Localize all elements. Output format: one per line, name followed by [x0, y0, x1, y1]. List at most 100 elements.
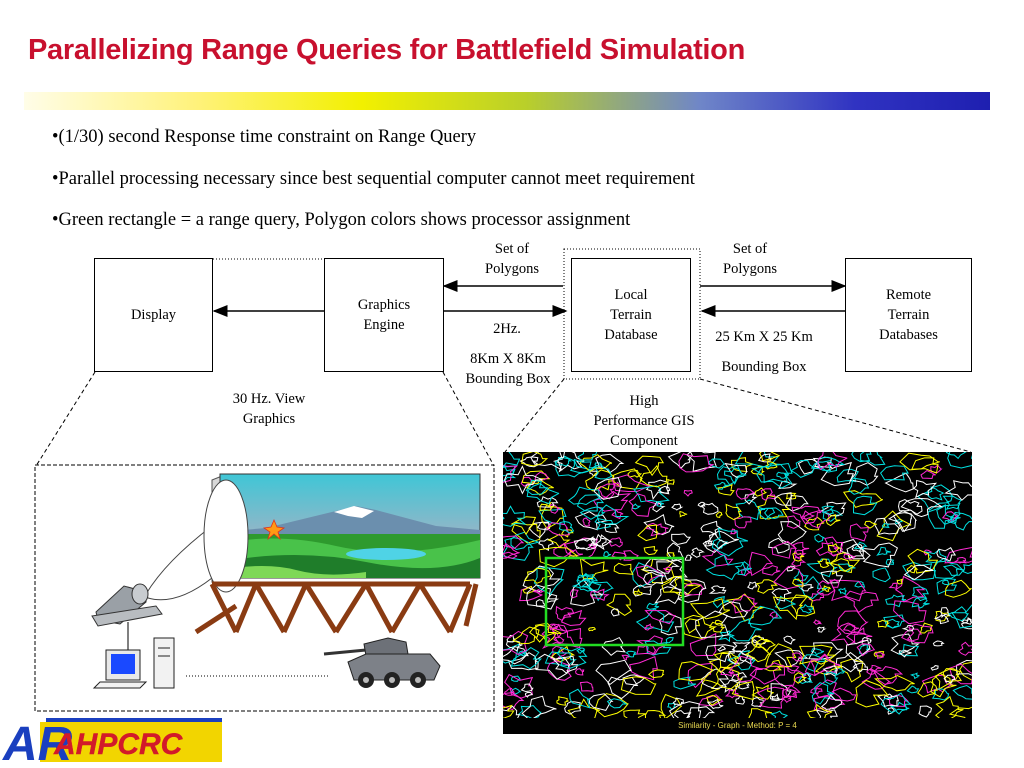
terrain-polygon [876, 510, 912, 542]
terrain-polygon [848, 477, 870, 495]
terrain-polygon [678, 661, 715, 682]
terrain-polygon [717, 645, 726, 652]
terrain-polygon [855, 679, 889, 708]
terrain-polygon [901, 624, 915, 632]
local-db-label-line1: Local [614, 287, 648, 303]
terrain-polygon [524, 692, 534, 698]
terrain-polygon [588, 626, 596, 632]
terrain-polygon [814, 533, 825, 543]
terrain-polygon [588, 543, 596, 549]
terrain-polygon [942, 668, 962, 682]
terrain-polygon [708, 652, 738, 674]
terrain-polygon [552, 655, 579, 674]
terrain-polygon [918, 705, 933, 718]
terrain-polygon [701, 548, 734, 567]
terrain-polygon [777, 521, 808, 545]
terrain-polygon [576, 647, 586, 654]
terrain-polygon [639, 464, 668, 488]
projection-line-left [35, 371, 96, 467]
terrain-polygon [881, 522, 891, 528]
slide-title: Parallelizing Range Queries for Battlefi… [28, 34, 746, 66]
terrain-polygon [560, 609, 587, 627]
simulator-illustration [91, 473, 481, 689]
terrain-polygon [645, 522, 669, 537]
terrain-polygon [756, 463, 793, 489]
label-25km-bounding-box: Bounding Box [721, 359, 807, 375]
terrain-polygon [544, 651, 577, 667]
terrain-polygon [560, 529, 574, 538]
terrain-polygon [829, 579, 867, 602]
terrain-polygon [744, 492, 758, 505]
terrain-polygon [815, 709, 838, 718]
terrain-polygon [735, 488, 755, 500]
terrain-polygon [534, 653, 571, 680]
terrain-polygon [791, 505, 822, 525]
terrain-polygon [755, 639, 776, 652]
terrain-polygon [930, 464, 943, 474]
terrain-polygon [943, 674, 956, 684]
terrain-polygon [503, 542, 520, 559]
terrain-polygon [533, 567, 565, 595]
terrain-polygon [510, 646, 542, 670]
terrain-polygon [830, 622, 866, 646]
remote-db-label-line3: Databases [879, 327, 938, 343]
terrain-polygon [593, 534, 613, 547]
terrain-polygon [604, 524, 620, 533]
terrain-polygon [899, 452, 940, 471]
terrain-polygon [577, 574, 588, 582]
terrain-polygon [764, 459, 778, 470]
range-query-rectangle [544, 556, 685, 647]
terrain-polygon [948, 663, 972, 685]
terrain-polygon [810, 648, 825, 656]
terrain-polygon [790, 459, 818, 478]
terrain-polygon [945, 495, 962, 510]
terrain-polygon [936, 504, 961, 525]
terrain-polygon [911, 597, 930, 609]
terrain-polygon [815, 541, 841, 557]
terrain-polygon [947, 511, 972, 531]
terrain-polygon [711, 527, 749, 557]
terrain-polygon [713, 481, 730, 490]
label-30hz-view-graphics: 30 Hz. View Graphics [232, 391, 306, 427]
terrain-polygon [816, 578, 840, 596]
terrain-polygon [811, 682, 836, 705]
terrain-polygon [876, 546, 891, 556]
terrain-polygon [534, 471, 549, 481]
terrain-polygon [530, 452, 566, 471]
terrain-polygon [657, 485, 671, 494]
terrain-polygon [738, 681, 750, 690]
terrain-polygon [577, 452, 598, 461]
terrain-polygon [521, 452, 549, 467]
terrain-polygon [594, 464, 613, 480]
terrain-polygon [731, 680, 755, 701]
terrain-polygon [872, 567, 891, 583]
terrain-polygon [852, 495, 878, 516]
terrain-polygon [503, 464, 519, 483]
terrain-polygon [959, 661, 972, 681]
terrain-polygon [596, 504, 630, 525]
terrain-polygon [662, 566, 672, 573]
terrain-polygon [791, 652, 804, 662]
terrain-polygon [603, 551, 612, 558]
terrain-polygon [504, 673, 534, 699]
terrain-polygon [900, 497, 944, 518]
terrain-polygon [556, 696, 569, 706]
terrain-polygon [873, 666, 904, 685]
terrain-polygon [652, 501, 666, 513]
terrain-polygon [802, 510, 830, 529]
terrain-polygon [547, 533, 571, 549]
terrain-polygon [778, 480, 798, 489]
terrain-polygon [569, 589, 579, 599]
terrain-polygon [634, 455, 665, 477]
terrain-polygon [796, 575, 828, 600]
terrain-polygon [960, 617, 972, 630]
terrain-polygon [673, 709, 692, 718]
terrain-polygon [620, 676, 657, 695]
terrain-polygon [764, 507, 784, 520]
local-db-label-line2: Terrain [610, 307, 652, 323]
terrain-polygon [668, 576, 702, 596]
graphics-engine-box: Graphics Engine [324, 258, 444, 372]
terrain-polygon [589, 470, 599, 477]
terrain-polygon [526, 584, 558, 610]
terrain-polygon [902, 561, 936, 581]
